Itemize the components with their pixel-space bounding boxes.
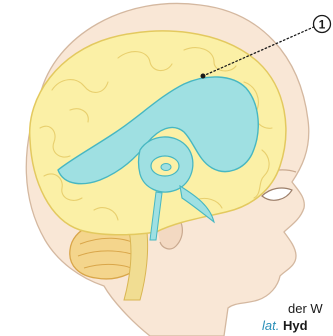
caption-line-1: der W	[262, 300, 323, 317]
interthalamic-adhesion	[161, 164, 171, 171]
caption: der W lat. Hyd	[262, 300, 323, 334]
marker-label: 1	[319, 18, 326, 32]
caption-latin-prefix: lat.	[262, 318, 279, 333]
caption-term: Hyd	[283, 318, 308, 333]
caption-line-2: lat. Hyd	[262, 317, 323, 334]
marker-anchor-dot	[201, 74, 206, 79]
